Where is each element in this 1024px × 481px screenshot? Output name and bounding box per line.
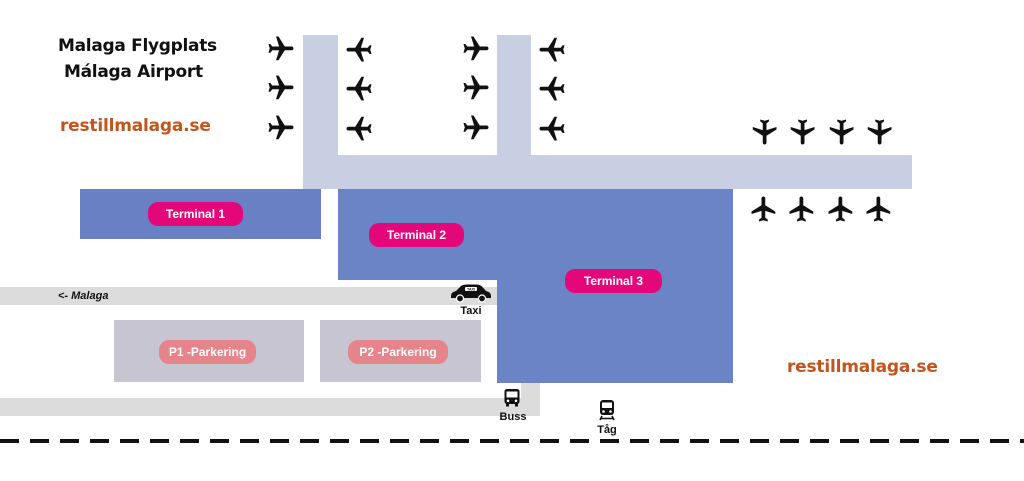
airplane-icon [537, 34, 567, 64]
parking-p2-label: P2 -Parkering [348, 340, 448, 364]
airplane-icon [864, 117, 894, 147]
taxi-icon: TAXI [451, 284, 491, 303]
airplane-icon [537, 113, 567, 143]
bus-label: Buss [499, 411, 527, 423]
road-bus-connector [521, 382, 540, 416]
pier-connector [303, 155, 912, 189]
airplane-icon [461, 34, 491, 64]
airplane-icon [537, 73, 567, 103]
terminal-1-label: Terminal 1 [148, 202, 243, 226]
parking-p1-label: P1 -Parkering [159, 340, 256, 364]
map-title-english: Málaga Airport [64, 62, 203, 82]
airplane-icon [787, 117, 817, 147]
map-title-swedish: Malaga Flygplats [58, 36, 217, 56]
road-lower [0, 398, 540, 416]
terminal-3-building [497, 279, 733, 383]
road-upper [0, 287, 497, 305]
taxi-label: Taxi [460, 305, 482, 317]
airplane-icon [864, 194, 894, 224]
airplane-icon [461, 73, 491, 103]
brand-link-top[interactable]: restillmalaga.se [60, 116, 211, 136]
airplane-icon [826, 117, 856, 147]
airplane-icon [826, 194, 856, 224]
terminal-2-label: Terminal 2 [369, 223, 464, 247]
terminal-3-label: Terminal 3 [565, 269, 662, 293]
brand-link-bottom[interactable]: restillmalaga.se [787, 357, 938, 377]
airplane-icon [749, 117, 779, 147]
road-label-malaga: <- Malaga [58, 290, 109, 302]
train-icon [599, 400, 615, 421]
airplane-icon [344, 34, 374, 64]
railway-line [0, 439, 1024, 443]
airplane-icon [266, 34, 296, 64]
bus-icon [504, 389, 520, 407]
pier-middle [497, 35, 531, 165]
airplane-icon [461, 113, 491, 143]
airplane-icon [344, 73, 374, 103]
taxi-sign-text: TAXI [467, 288, 475, 292]
airplane-icon [787, 194, 817, 224]
airplane-icon [344, 113, 374, 143]
train-label: Tåg [597, 424, 617, 436]
airplane-icon [266, 73, 296, 103]
airplane-icon [749, 194, 779, 224]
airplane-icon [266, 113, 296, 143]
